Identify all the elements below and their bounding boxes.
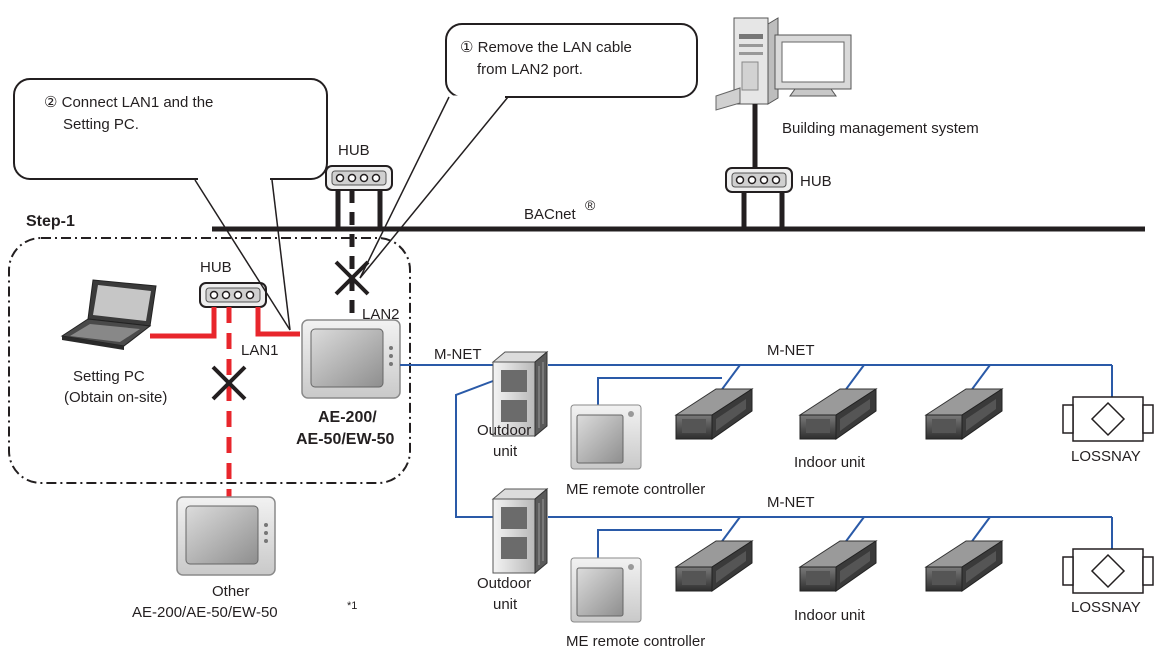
indoor-unit-1c-icon [925,388,1003,440]
hub-top-label: HUB [338,142,370,159]
ae-controller-label-line2: AE-50/EW-50 [296,431,394,448]
lossnay-2-label: LOSSNAY [1071,599,1141,616]
step-1-title: Step-1 [26,213,75,230]
hub-left-label: HUB [200,259,232,276]
callout-connect-line2: Setting PC. [63,116,139,133]
me-remote-controller-1-icon [570,404,642,470]
indoor-unit-2b-icon [799,540,877,592]
step-1-region [8,237,411,484]
outdoor-unit-2-label-line2: unit [493,596,518,613]
setting-pc-label-line1: Setting PC [73,368,145,385]
mnet-label-row2: M-NET [767,494,815,511]
setting-pc-label-line2: (Obtain on-site) [64,389,167,406]
hub-left-icon [199,282,267,308]
mnet-label-row1: M-NET [767,342,815,359]
hub-right-label: HUB [800,173,832,190]
hub-right-icon [725,167,793,193]
mnet-label-main: M-NET [434,346,482,363]
lan1-cable [255,307,300,337]
ae-controller-label-line1: AE-200/ [318,409,377,426]
setting-pc-cable [150,307,217,339]
me-remote-controller-2-icon [570,557,642,623]
other-controller-label-line1: Other [212,583,250,600]
callout-remove-lan2 [359,23,698,279]
indoor-unit-1b-icon [799,388,877,440]
lan1-label: LAN1 [241,342,279,359]
mnet-wiring [400,364,1113,560]
callout-connect-lan1 [13,78,328,331]
ae-200-controller-icon [301,319,401,399]
bacnet-label: BACnet [524,206,577,223]
other-ae-controller-icon [176,496,276,576]
hub-top-icon [325,165,393,191]
outdoor-unit-2-label-line1: Outdoor [477,575,531,592]
bacnet-registered-mark: ® [585,197,596,213]
outdoor-unit-2-icon [492,488,548,574]
me-remote-controller-2-label: ME remote controller [566,633,705,650]
lossnay-2-icon [1062,548,1154,594]
outdoor-unit-1-label-line1: Outdoor [477,422,531,439]
outdoor-unit-1-label-line2: unit [493,443,518,460]
cable-removed-x-icon [334,260,370,296]
setting-pc-laptop-icon [60,279,157,350]
lan2-label: LAN2 [362,306,400,323]
footnote-mark: *1 [347,600,357,612]
indoor-unit-2c-icon [925,540,1003,592]
callout-connect-line1: ② Connect LAN1 and the [44,94,213,111]
me-remote-controller-1-label: ME remote controller [566,481,705,498]
building-management-label: Building management system [782,120,979,137]
lossnay-1-icon [1062,396,1154,442]
indoor-unit-2-label: Indoor unit [794,607,866,624]
indoor-unit-2a-icon [675,540,753,592]
lan1-removed-x-icon [211,365,247,401]
other-controller-label-line2: AE-200/AE-50/EW-50 [132,604,278,621]
callout-remove-line2: from LAN2 port. [477,61,583,78]
indoor-unit-1-label: Indoor unit [794,454,866,471]
indoor-unit-1a-icon [675,388,753,440]
lossnay-1-label: LOSSNAY [1071,448,1141,465]
building-management-pc-icon [715,17,852,111]
callout-remove-line1: ① Remove the LAN cable [460,39,632,56]
